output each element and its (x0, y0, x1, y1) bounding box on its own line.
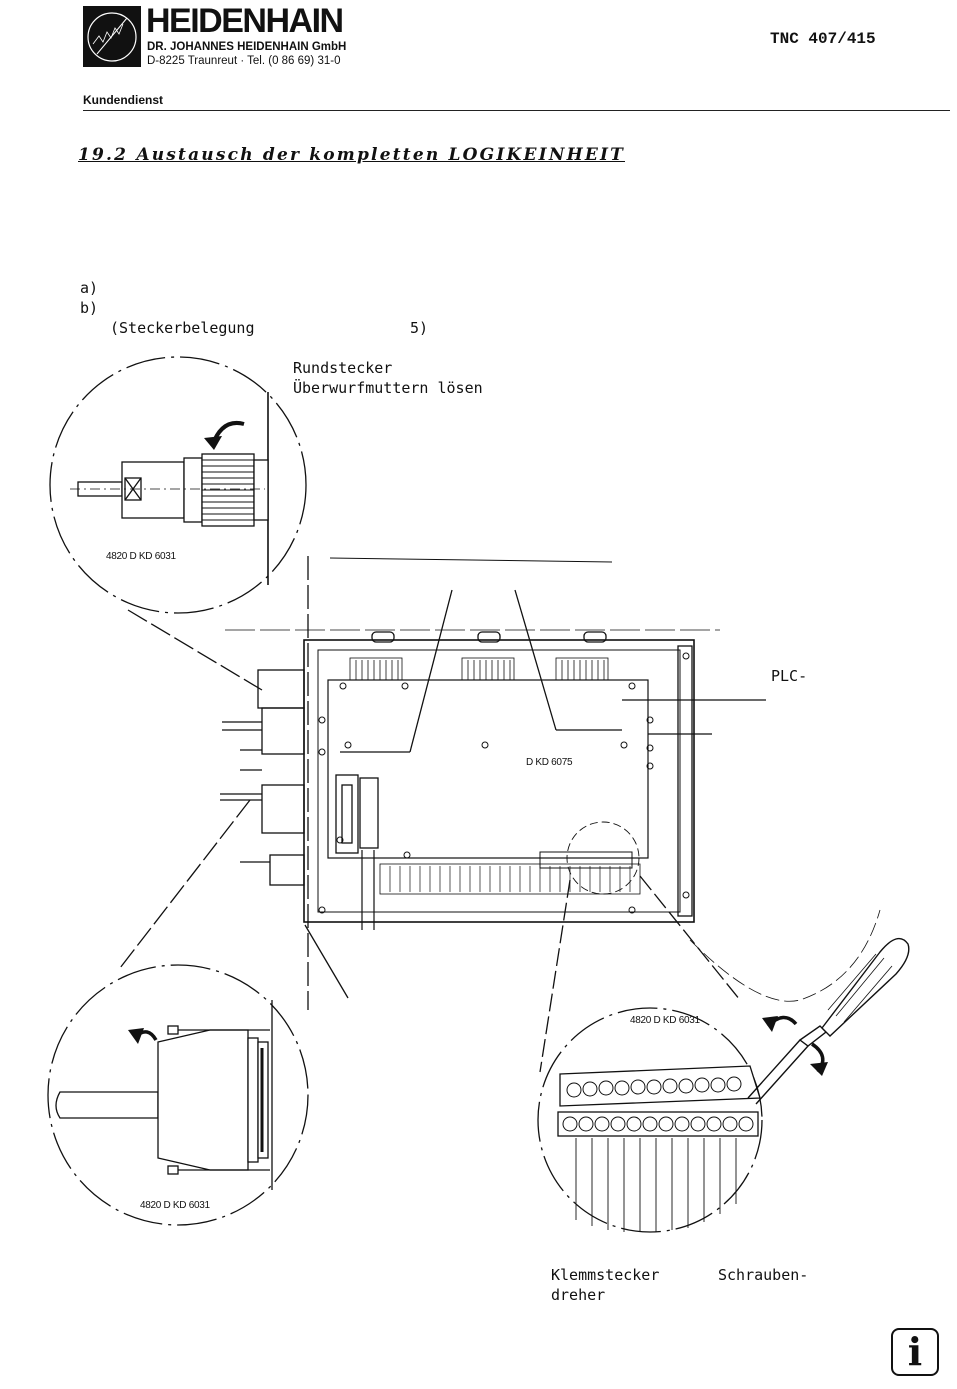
step-b-marker: b) (80, 299, 99, 317)
round-connector-detail (49, 356, 307, 614)
company-name: DR. JOHANNES HEIDENHAIN GmbH (147, 41, 347, 53)
screwdriver-icon (747, 937, 910, 1105)
terminal-block-detail (537, 1007, 763, 1233)
code-bottom-left-detail: 4820 D KD 6031 (140, 1200, 210, 1211)
step-b-note-left: (Steckerbelegung (110, 319, 255, 337)
label-ueberwurfmuttern: Überwurfmuttern lösen (293, 379, 483, 397)
step-b-note-right: 5) (410, 319, 429, 337)
logic-board (327, 679, 649, 859)
code-top-detail: 4820 D KD 6031 (106, 551, 176, 562)
section-heading: 19.2 Austausch der kompletten LOGIKEINHE… (78, 145, 625, 165)
label-dreher: dreher (551, 1286, 606, 1304)
info-icon: i (891, 1328, 939, 1376)
info-glyph: i (907, 1329, 923, 1374)
subd-connector-detail (47, 964, 309, 1226)
label-plc: PLC- (771, 667, 808, 685)
label-rundstecker: Rundstecker (293, 359, 393, 377)
header-divider (83, 110, 950, 111)
model-number: TNC 407/415 (770, 30, 876, 48)
code-bottom-right-detail: 4820 D KD 6031 (630, 1015, 700, 1026)
terminal-strip (557, 1111, 759, 1137)
label-schrauben: Schrauben- (718, 1266, 809, 1284)
brand-name: HEIDENHAIN (146, 2, 344, 40)
heidenhain-logo-icon (83, 6, 141, 67)
label-klemmstecker: Klemmstecker (551, 1266, 660, 1284)
department-label: Kundendienst (83, 93, 163, 107)
code-center-unit: D KD 6075 (526, 757, 573, 768)
company-address: D-8225 Traunreut · Tel. (0 86 69) 31-0 (147, 55, 341, 67)
step-a-marker: a) (80, 279, 99, 297)
